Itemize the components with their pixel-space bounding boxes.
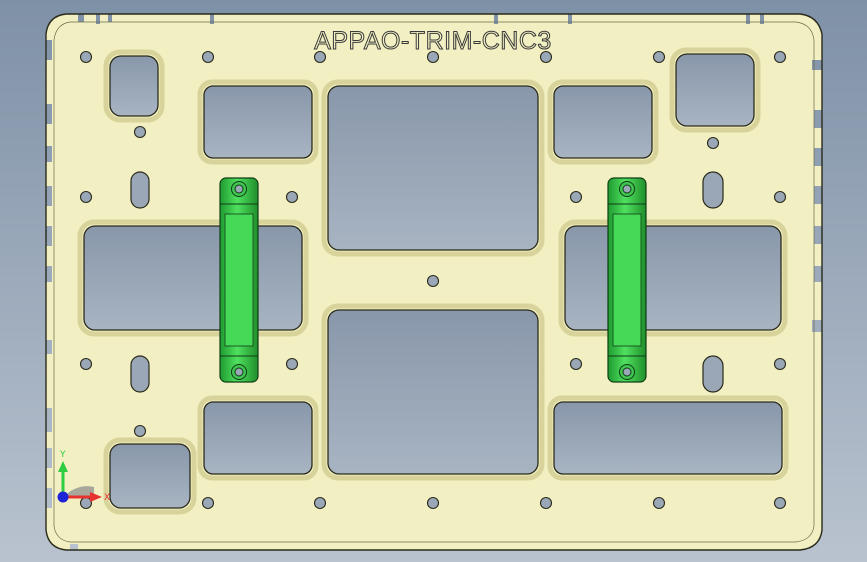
clamp-bar-right[interactable] bbox=[607, 177, 647, 383]
pocket-top-right-small bbox=[675, 53, 755, 127]
pockets bbox=[77, 47, 789, 515]
plate-chamfer-line bbox=[53, 21, 815, 543]
pocket-middle-left bbox=[83, 225, 303, 331]
coordinate-triad: Y X bbox=[57, 450, 110, 503]
pocket-upper-right bbox=[553, 85, 653, 159]
slots bbox=[129, 170, 725, 394]
triad-x-label: X bbox=[104, 493, 110, 503]
clamp-bar-left[interactable] bbox=[219, 177, 259, 383]
pocket-top-left-small bbox=[109, 55, 159, 117]
pocket-lower-right bbox=[553, 401, 783, 475]
part-engraving-text: APPAO-TRIM-CNC3 bbox=[314, 27, 552, 55]
pocket-middle-right bbox=[564, 225, 782, 331]
triad-y-label: Y bbox=[59, 450, 66, 460]
pocket-upper-left bbox=[203, 85, 313, 159]
plate-outline bbox=[45, 13, 823, 551]
pocket-lower-left bbox=[203, 401, 313, 475]
pocket-bottom-left-small bbox=[109, 443, 191, 509]
mounting-holes bbox=[79, 50, 787, 510]
pocket-lower-center bbox=[327, 309, 539, 475]
pocket-upper-center bbox=[327, 85, 539, 251]
